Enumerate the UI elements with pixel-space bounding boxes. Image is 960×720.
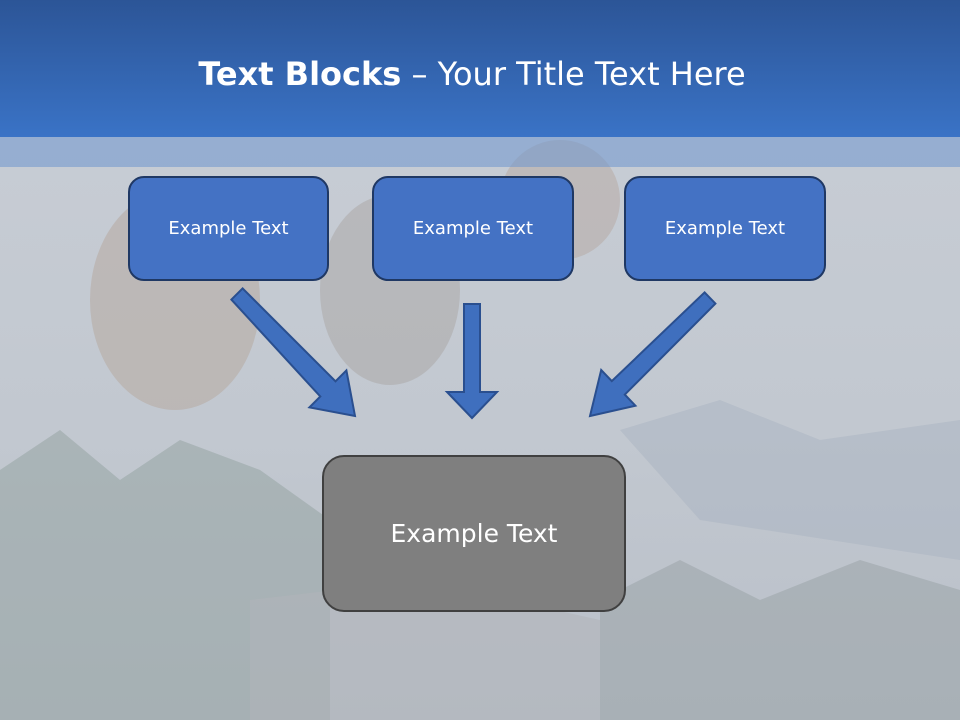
arrow-center xyxy=(444,303,500,420)
arrow-right xyxy=(588,290,717,418)
text-block-1[interactable]: Example Text xyxy=(128,176,329,281)
text-block-3[interactable]: Example Text xyxy=(624,176,826,281)
slide-title: Text Blocks – Your Title Text Here xyxy=(0,52,944,96)
title-bar-band xyxy=(0,137,960,167)
text-block-3-label: Example Text xyxy=(664,218,786,239)
title-bold: Text Blocks xyxy=(198,55,402,93)
title-separator: – xyxy=(401,55,438,93)
arrow-left xyxy=(230,286,357,418)
text-block-2-label: Example Text xyxy=(412,218,534,239)
text-block-1-label: Example Text xyxy=(168,218,289,239)
result-block-label: Example Text xyxy=(390,519,558,548)
title-bar xyxy=(0,0,960,137)
text-block-2[interactable]: Example Text xyxy=(372,176,574,281)
title-rest: Your Title Text Here xyxy=(437,55,746,93)
result-block[interactable]: Example Text xyxy=(322,455,626,612)
